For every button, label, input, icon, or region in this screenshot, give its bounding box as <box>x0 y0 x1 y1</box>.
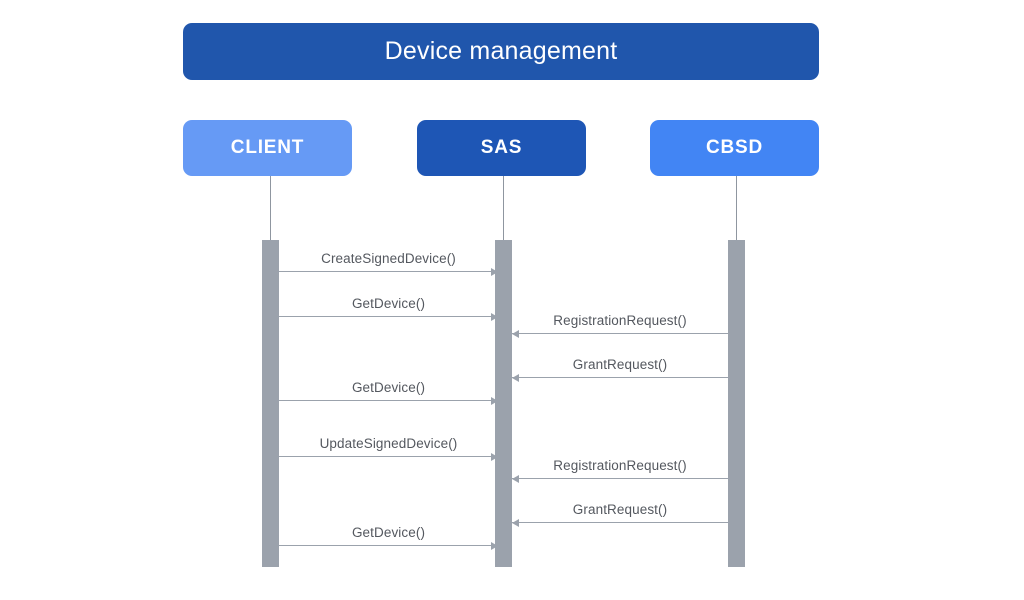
message-line-3 <box>512 333 728 334</box>
activation-bar-client <box>262 240 279 567</box>
message-line-2 <box>279 316 498 317</box>
message-line-8 <box>512 522 728 523</box>
message-label-5: GetDevice() <box>351 380 426 395</box>
arrow-head-right-icon <box>491 396 498 405</box>
message-line-9 <box>279 545 498 546</box>
participant-box-client[interactable]: CLIENT <box>183 120 352 176</box>
message-line-4 <box>512 377 728 378</box>
participant-label-cbsd: CBSD <box>705 137 764 158</box>
message-line-5 <box>279 400 498 401</box>
message-label-9: GetDevice() <box>351 525 426 540</box>
activation-bar-sas <box>495 240 512 567</box>
participant-label-sas: SAS <box>480 137 523 158</box>
lifeline-sas <box>503 176 504 240</box>
diagram-title-bar: Device management <box>183 23 819 80</box>
arrow-head-left-icon <box>512 518 519 527</box>
message-label-2: GetDevice() <box>351 296 426 311</box>
message-line-1 <box>279 271 498 272</box>
message-line-6 <box>279 456 498 457</box>
message-label-6: UpdateSignedDevice() <box>319 436 458 451</box>
message-label-4: GrantRequest() <box>572 357 668 372</box>
arrow-head-right-icon <box>491 541 498 550</box>
participant-box-sas[interactable]: SAS <box>417 120 586 176</box>
page-title: Device management <box>384 37 618 65</box>
arrow-head-left-icon <box>512 474 519 483</box>
message-line-7 <box>512 478 728 479</box>
arrow-head-left-icon <box>512 329 519 338</box>
arrow-head-right-icon <box>491 267 498 276</box>
activation-bar-cbsd <box>728 240 745 567</box>
arrow-head-right-icon <box>491 312 498 321</box>
arrow-head-left-icon <box>512 373 519 382</box>
participant-label-client: CLIENT <box>230 137 305 158</box>
lifeline-client <box>270 176 271 240</box>
arrow-head-right-icon <box>491 452 498 461</box>
message-label-3: RegistrationRequest() <box>553 313 687 328</box>
message-label-8: GrantRequest() <box>572 502 668 517</box>
message-label-1: CreateSignedDevice() <box>321 251 456 266</box>
participant-box-cbsd[interactable]: CBSD <box>650 120 819 176</box>
lifeline-cbsd <box>736 176 737 240</box>
message-label-7: RegistrationRequest() <box>553 458 687 473</box>
